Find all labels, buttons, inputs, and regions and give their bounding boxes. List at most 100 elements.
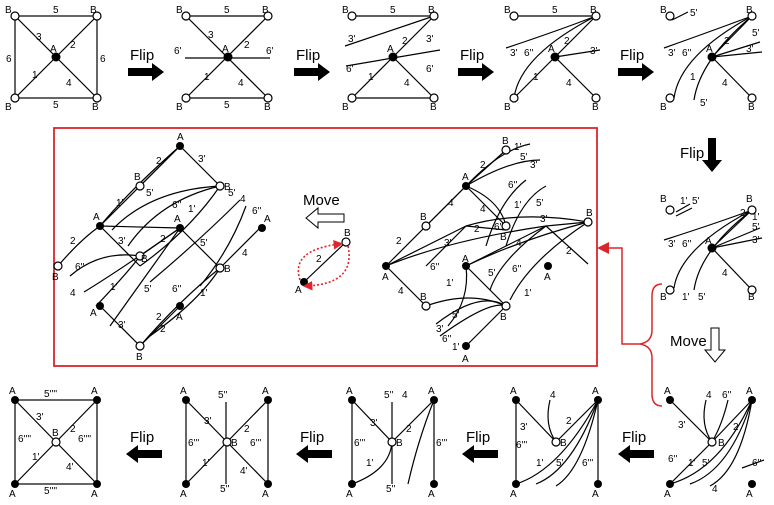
flip-step-4: Flip [618, 47, 654, 81]
edge-label: 2 [406, 424, 412, 435]
edge-label: 4 [516, 238, 522, 249]
edge-label: 3' [204, 416, 212, 427]
edge-label: 6' [426, 64, 434, 75]
flip-step-9: Flip [126, 429, 162, 463]
vertex-label: B [660, 194, 667, 205]
edge-label: 1' [110, 282, 118, 293]
vertex-label: B [224, 264, 231, 275]
edge-label: 2 [160, 324, 166, 335]
edge-label: 6' [266, 46, 274, 57]
edge-label: 2 [70, 236, 76, 247]
edge-label: 1' [688, 458, 696, 469]
right-arrow-icon [294, 63, 330, 81]
moved-configuration-box [53, 127, 598, 367]
vertex-label: B [504, 5, 511, 16]
vertex-label: B [92, 102, 99, 113]
vertex-label: A [462, 354, 469, 365]
edge-label: 4 [706, 390, 712, 401]
edge-label: 4 [712, 484, 718, 495]
edge-label: 5 [224, 5, 230, 16]
panel-9: A A A A B 5'' 4 3' 6''' 2 1' 5'' 6''' [346, 386, 447, 500]
edge-label: 2 [70, 424, 76, 435]
vertex-label: B [420, 292, 427, 303]
vertex-label: A [746, 489, 753, 500]
vertex-label: B [342, 5, 349, 16]
edge-label: 5 [53, 100, 59, 111]
edge-label: 2 [474, 224, 480, 235]
move-step-right: Move [670, 327, 727, 363]
edge-label: 2 [156, 312, 162, 323]
vertex-label: A [346, 386, 353, 397]
edge-label: 5 [224, 100, 230, 111]
panel-11: A A A A B 5'''' 3' 6'''' 2 6'''' 1' 4' 5… [9, 386, 101, 500]
flip-label: Flip [680, 145, 704, 162]
vertex-label: A [177, 132, 184, 143]
edge-label: 3' [668, 48, 676, 59]
vertex-label: B [5, 102, 12, 113]
edge-label: 1 [204, 72, 210, 83]
edge-label: 2 [566, 246, 572, 257]
vertex-label: A [664, 386, 671, 397]
flip-label: Flip [620, 47, 644, 64]
edge-label: 4 [70, 288, 76, 299]
edge-label: 6'' [442, 334, 451, 345]
edge-label: 3' [198, 154, 206, 165]
edge-label: 1' [680, 196, 688, 207]
edge-label: 1' [752, 212, 760, 223]
edge-label: 5' [200, 238, 208, 249]
edge-label: 1' [116, 198, 124, 209]
edge-label: 6'' [752, 458, 761, 469]
edge-label: 1' [514, 142, 522, 153]
left-arrow-icon [462, 445, 498, 463]
edge-label: 1' [200, 288, 208, 299]
edge-label: 2 [724, 36, 730, 47]
vertex-label: B [586, 208, 593, 219]
edge-label: 6''' [582, 458, 593, 469]
left-arrow-icon [296, 445, 332, 463]
vertex-label: B [224, 182, 231, 193]
edge-label: 2 [564, 36, 570, 47]
edge-label: 2 [566, 416, 572, 427]
edge-label: 5'' [384, 390, 393, 401]
edge-label: 5' [520, 152, 528, 163]
vertex-label: A [706, 44, 713, 55]
edge-label: 3' [668, 239, 676, 250]
move-label: Move [303, 192, 340, 209]
panel-6: B B B B A 1' 5' 2 1' 5' 3' 3' 6'' 4 1' 5… [660, 194, 763, 303]
box-left-structure: A B B A A B B B A A A B 2 3' 5' 1' 6'' 1… [52, 132, 271, 363]
edge-label: 6'' [75, 262, 84, 273]
edge-label: 3' [444, 238, 452, 249]
edge-label: 1' [188, 204, 196, 215]
edge-label: 3' [370, 418, 378, 429]
edge-label: 1' [536, 458, 544, 469]
edge-label: 6'' [512, 264, 521, 275]
edge-label: 5'' [386, 484, 395, 495]
edge-label: 3' [348, 34, 356, 45]
box-center-move: Move A B 2 [295, 192, 351, 296]
flip-step-6: Flip [618, 429, 654, 463]
vertex-label: B [396, 438, 403, 449]
vertex-label: B [5, 5, 12, 16]
edge-label: 4 [238, 78, 244, 89]
edge-label: 6''' [250, 438, 261, 449]
edge-label: 5' [698, 292, 706, 303]
edge-label: 4 [240, 194, 246, 205]
edge-label: 2 [733, 422, 739, 433]
edge-label: 6'' [682, 48, 691, 59]
edge-label: 2 [70, 40, 76, 51]
panel-2: B B B B A 5 5 6' 6' 3 2 1 4 [174, 5, 274, 113]
edge-label: 6'' [252, 206, 261, 217]
edge-label: 1 [32, 70, 38, 81]
vertex-label: B [748, 292, 755, 303]
vertex-label: B [136, 352, 143, 363]
edge-label: 4 [66, 78, 72, 89]
vertex-label: B [748, 102, 755, 113]
edge-label: 6'' [682, 239, 691, 250]
edge-label: 1' [446, 278, 454, 289]
vertex-label: B [500, 232, 507, 243]
vertex-label: A [346, 489, 353, 500]
edge-label: 5 [53, 5, 59, 16]
vertex-label: A [180, 489, 187, 500]
edge-label: 1' [366, 458, 374, 469]
vertex-label: B [428, 5, 435, 16]
